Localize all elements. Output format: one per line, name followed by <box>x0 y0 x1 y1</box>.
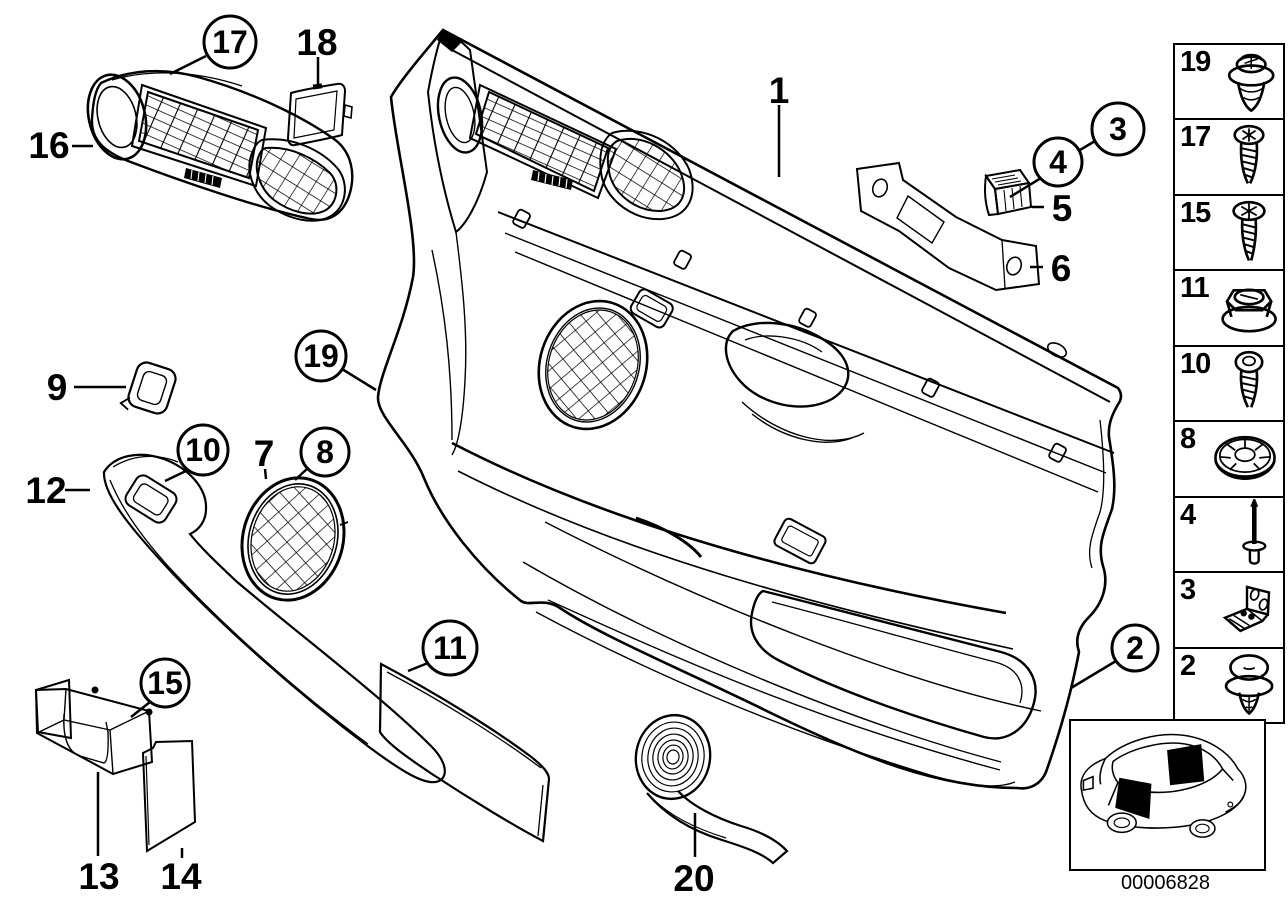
callout-14[interactable]: 14 <box>160 856 202 897</box>
part-7-8-speaker-grille <box>240 476 349 602</box>
callout-10[interactable]: 10 <box>176 423 230 477</box>
finned-washer-icon <box>1214 435 1276 480</box>
pan-head-screw-icon <box>1232 200 1266 261</box>
callout-8[interactable]: 8 <box>299 426 351 478</box>
svg-text:19: 19 <box>303 338 339 374</box>
part-6-bracket <box>855 161 1041 292</box>
sidebar-item-label: 2 <box>1180 649 1196 682</box>
callout-11[interactable]: 11 <box>421 619 479 677</box>
angle-bracket-icon <box>1222 585 1271 633</box>
sidebar-item-15[interactable]: 15 <box>1175 193 1283 269</box>
expansion-rivet-icon <box>1227 53 1275 112</box>
part-14-sheet <box>141 739 197 853</box>
diagram-part-number: 00006828 <box>1121 872 1210 894</box>
car-location-thumbnail <box>1069 719 1266 871</box>
part-12-armrest <box>102 453 446 784</box>
circled-callouts: 17 3 4 19 10 8 11 15 <box>139 14 1160 709</box>
callout-6[interactable]: 6 <box>1051 248 1072 289</box>
svg-text:15: 15 <box>147 665 183 701</box>
callout-17[interactable]: 17 <box>202 14 258 70</box>
callout-20[interactable]: 20 <box>673 858 714 899</box>
plain-callouts: 1 5 6 7 9 12 13 14 16 18 20 <box>25 22 1072 899</box>
part-5-switch <box>984 168 1033 217</box>
sidebar-item-label: 4 <box>1180 498 1196 531</box>
callout-4[interactable]: 4 <box>1032 136 1084 188</box>
svg-text:3: 3 <box>1109 111 1127 147</box>
blind-rivet-pin-icon <box>1242 499 1267 566</box>
sidebar-item-label: 8 <box>1180 423 1196 456</box>
push-clip-icon <box>1224 654 1274 716</box>
callout-5[interactable]: 5 <box>1052 188 1073 229</box>
sidebar-item-label: 11 <box>1180 272 1210 305</box>
callout-9[interactable]: 9 <box>47 367 68 408</box>
sidebar-item-2[interactable]: 2 <box>1175 646 1283 722</box>
sidebar-item-10[interactable]: 10 <box>1175 344 1283 420</box>
callout-19[interactable]: 19 <box>294 329 348 383</box>
callout-2[interactable]: 2 <box>1110 623 1160 673</box>
part-20-tape-roll <box>634 713 789 865</box>
svg-text:2: 2 <box>1126 630 1144 666</box>
car-outline-icon <box>1080 733 1247 838</box>
part-13-tray <box>34 678 154 776</box>
hardware-sidebar: 19 17 15 11 <box>1173 43 1285 724</box>
part-11-trim-strip <box>378 662 551 843</box>
part-18-cover <box>286 82 353 147</box>
pan-head-screw-icon <box>1233 125 1265 185</box>
sidebar-item-19[interactable]: 19 <box>1175 45 1283 118</box>
callout-13[interactable]: 13 <box>78 856 119 897</box>
sidebar-item-17[interactable]: 17 <box>1175 118 1283 193</box>
sidebar-item-label: 19 <box>1180 46 1211 78</box>
sidebar-item-3[interactable]: 3 <box>1175 571 1283 646</box>
sidebar-item-label: 10 <box>1180 347 1211 380</box>
sidebar-item-label: 15 <box>1180 196 1211 229</box>
sidebar-item-label: 3 <box>1180 574 1196 607</box>
svg-text:8: 8 <box>316 434 334 470</box>
leader-lines <box>65 54 1117 858</box>
svg-text:11: 11 <box>433 630 467 666</box>
part-16-vent-assembly <box>86 69 354 222</box>
round-head-screw-icon <box>1234 351 1264 409</box>
door-panel-artwork <box>376 28 1123 790</box>
part-9-clip <box>119 361 177 415</box>
callout-15[interactable]: 15 <box>139 657 191 709</box>
callout-3[interactable]: 3 <box>1090 101 1146 157</box>
callout-1[interactable]: 1 <box>769 70 790 111</box>
plastic-flange-nut-icon <box>1221 288 1277 333</box>
sidebar-item-4[interactable]: 4 <box>1175 495 1283 571</box>
callout-16[interactable]: 16 <box>28 125 69 166</box>
sidebar-item-8[interactable]: 8 <box>1175 420 1283 495</box>
svg-text:17: 17 <box>212 24 248 60</box>
svg-text:10: 10 <box>185 432 221 468</box>
sidebar-item-11[interactable]: 11 <box>1175 269 1283 344</box>
sidebar-item-label: 17 <box>1180 121 1211 154</box>
svg-text:4: 4 <box>1049 144 1067 180</box>
callout-18[interactable]: 18 <box>296 22 337 63</box>
callout-12[interactable]: 12 <box>25 470 66 511</box>
callout-7[interactable]: 7 <box>254 433 275 474</box>
